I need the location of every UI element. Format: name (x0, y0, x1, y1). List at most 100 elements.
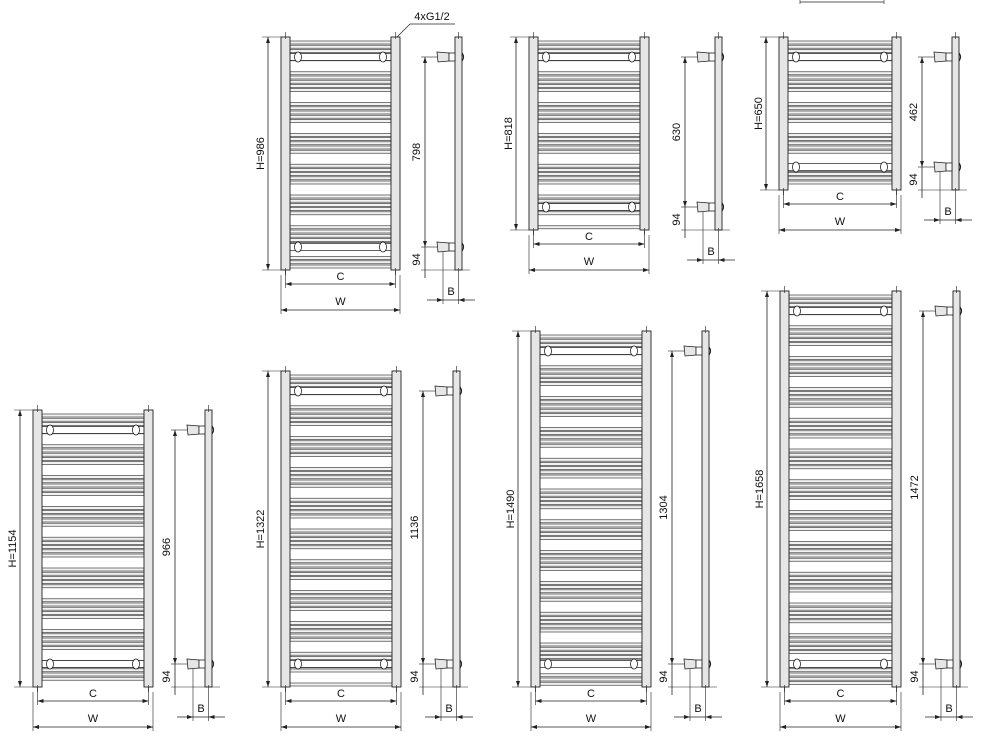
arrowhead (920, 161, 924, 167)
bar (539, 651, 643, 655)
bar (788, 527, 893, 531)
valve-icon (434, 385, 448, 397)
c-label: C (337, 271, 345, 283)
bar (787, 141, 893, 146)
arrowhead (390, 699, 397, 703)
connection-bar (41, 660, 145, 668)
bar (289, 471, 393, 475)
valve-icon (696, 51, 710, 63)
valve-nut-icon (695, 346, 703, 356)
bar (41, 506, 145, 510)
bar (787, 180, 893, 185)
bar (787, 149, 893, 154)
bar (539, 492, 643, 497)
valve-nut-icon (946, 306, 954, 316)
bar (289, 413, 393, 418)
bar (788, 650, 893, 654)
bar (289, 436, 393, 440)
arrowhead (456, 715, 463, 719)
bar (289, 256, 392, 260)
connection-port-icon (379, 241, 387, 253)
bar (788, 395, 893, 400)
bar (41, 461, 145, 465)
w-label: W (335, 296, 346, 308)
bar (289, 176, 392, 181)
right-rail (639, 36, 650, 231)
bar (787, 114, 893, 119)
bar (787, 133, 893, 137)
arrowhead (683, 201, 687, 207)
connection-port-icon (880, 51, 888, 63)
arrowhead (645, 725, 651, 729)
bar (289, 405, 393, 410)
bar (539, 628, 643, 633)
bar (787, 79, 893, 84)
bar (788, 571, 893, 576)
arrowhead (142, 699, 149, 703)
connection-port-icon (379, 51, 387, 63)
bar (788, 541, 893, 545)
wall-bracket-icon (958, 52, 962, 62)
bar (788, 549, 893, 554)
bar (289, 88, 392, 92)
bar (41, 487, 145, 492)
w-label: W (584, 256, 595, 268)
valve-icon (186, 658, 200, 670)
bar (537, 198, 641, 203)
valve-nut-icon (708, 52, 716, 62)
b-label: B (944, 206, 951, 218)
bar (788, 342, 893, 346)
bar (289, 532, 393, 537)
wall-bracket-icon (721, 202, 725, 212)
bar (289, 637, 393, 642)
arrowhead (780, 725, 786, 729)
bar (788, 294, 893, 299)
arrowhead (718, 258, 725, 262)
bar (289, 559, 393, 564)
connection-port-icon (880, 658, 888, 670)
arrowhead (37, 699, 44, 703)
c-label: C (585, 231, 593, 243)
arrowhead (437, 298, 443, 302)
bar (41, 611, 145, 615)
arrowhead (458, 298, 465, 302)
bar (289, 194, 392, 199)
arrowhead (514, 37, 518, 43)
bar (539, 681, 643, 686)
b-label: B (447, 286, 454, 298)
bar (539, 378, 643, 382)
bar (289, 418, 393, 422)
bar (289, 563, 393, 568)
arrowhead (208, 715, 215, 719)
connection-bar (539, 347, 643, 355)
bar (41, 518, 145, 523)
bar (289, 497, 393, 502)
connection-port-icon (542, 201, 550, 213)
bar (41, 492, 145, 496)
bar (537, 71, 641, 76)
bar (289, 102, 392, 106)
bar (537, 49, 641, 53)
arrowhead (514, 224, 518, 230)
bar (289, 607, 393, 611)
bar (539, 334, 643, 339)
wall-bracket-icon (461, 52, 465, 62)
bar (539, 369, 643, 374)
bar (788, 368, 893, 373)
connection-port-icon (294, 241, 302, 253)
bar (539, 365, 643, 370)
bar (788, 483, 893, 488)
bar (289, 383, 393, 387)
valve-nut-icon (446, 386, 454, 396)
bar (539, 593, 643, 598)
bar (539, 431, 643, 435)
arrowhead (33, 725, 39, 729)
bar (539, 673, 643, 678)
bar (788, 364, 893, 369)
arrowhead (890, 699, 897, 703)
bar (289, 467, 393, 471)
bar (289, 510, 393, 515)
bar (537, 114, 641, 119)
bar (788, 479, 893, 484)
arrowhead (920, 57, 924, 63)
